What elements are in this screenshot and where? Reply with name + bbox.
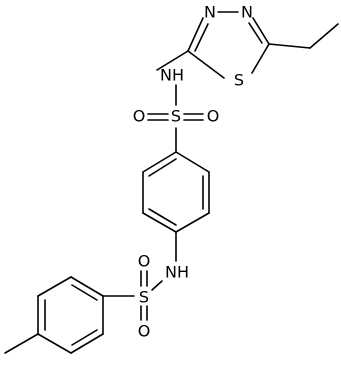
atom-n-ring-right: N — [241, 3, 253, 22]
bond-ring1-c3-c4 — [175, 212, 210, 233]
atom-o-lower-bottom: O — [138, 322, 151, 341]
bond-c2-nh1 — [156, 50, 189, 71]
bond-ring2-c2-c3 — [37, 276, 72, 297]
atom-o-lower-top: O — [138, 252, 151, 271]
bond-ring2-c1-c2 — [70, 276, 104, 297]
bond-ring1-c6-c1-inner — [148, 158, 177, 177]
atom-n-ring-left: N — [204, 3, 216, 22]
bond-methyl — [4, 333, 39, 354]
bond-c2-s — [187, 50, 225, 79]
bond-ring1-c4-c5 — [142, 212, 177, 233]
bond-nh2-s2 — [151, 280, 163, 291]
atom-o-upper-right: O — [207, 107, 220, 126]
bond-ring1-c6-c1 — [142, 151, 177, 173]
bond-s-c5 — [251, 43, 270, 74]
bond-ring2-c1-c2-inner — [71, 284, 98, 301]
bond-ring1-c4-c5-inner — [148, 208, 177, 226]
bonds — [4, 11, 339, 354]
atom-s-sulfonyl-lower: S — [139, 288, 149, 307]
bond-n3-c2-inner — [194, 23, 209, 52]
bond-ring2-c5-c6-inner — [71, 329, 98, 346]
bond-ring2-c5-c6 — [70, 333, 104, 354]
atom-nh-upper: NH — [160, 66, 184, 85]
bond-ethyl-ch2 — [268, 43, 311, 49]
bond-ethyl-ch3 — [309, 23, 339, 49]
bond-c5-n4-outer — [252, 17, 270, 45]
atom-s-ring: S — [234, 71, 244, 90]
atom-labels: N N S NH S O O NH S O O — [133, 3, 253, 341]
bond-c5-n4-inner — [248, 22, 263, 44]
bond-ring1-c1-c2 — [175, 151, 210, 173]
atom-o-upper-left: O — [133, 107, 146, 126]
bond-ring2-c4-c5 — [37, 333, 72, 354]
atom-nh-lower: NH — [165, 263, 189, 282]
atom-s-sulfonyl-upper: S — [171, 107, 181, 126]
bond-n3-c2-outer — [187, 17, 204, 52]
